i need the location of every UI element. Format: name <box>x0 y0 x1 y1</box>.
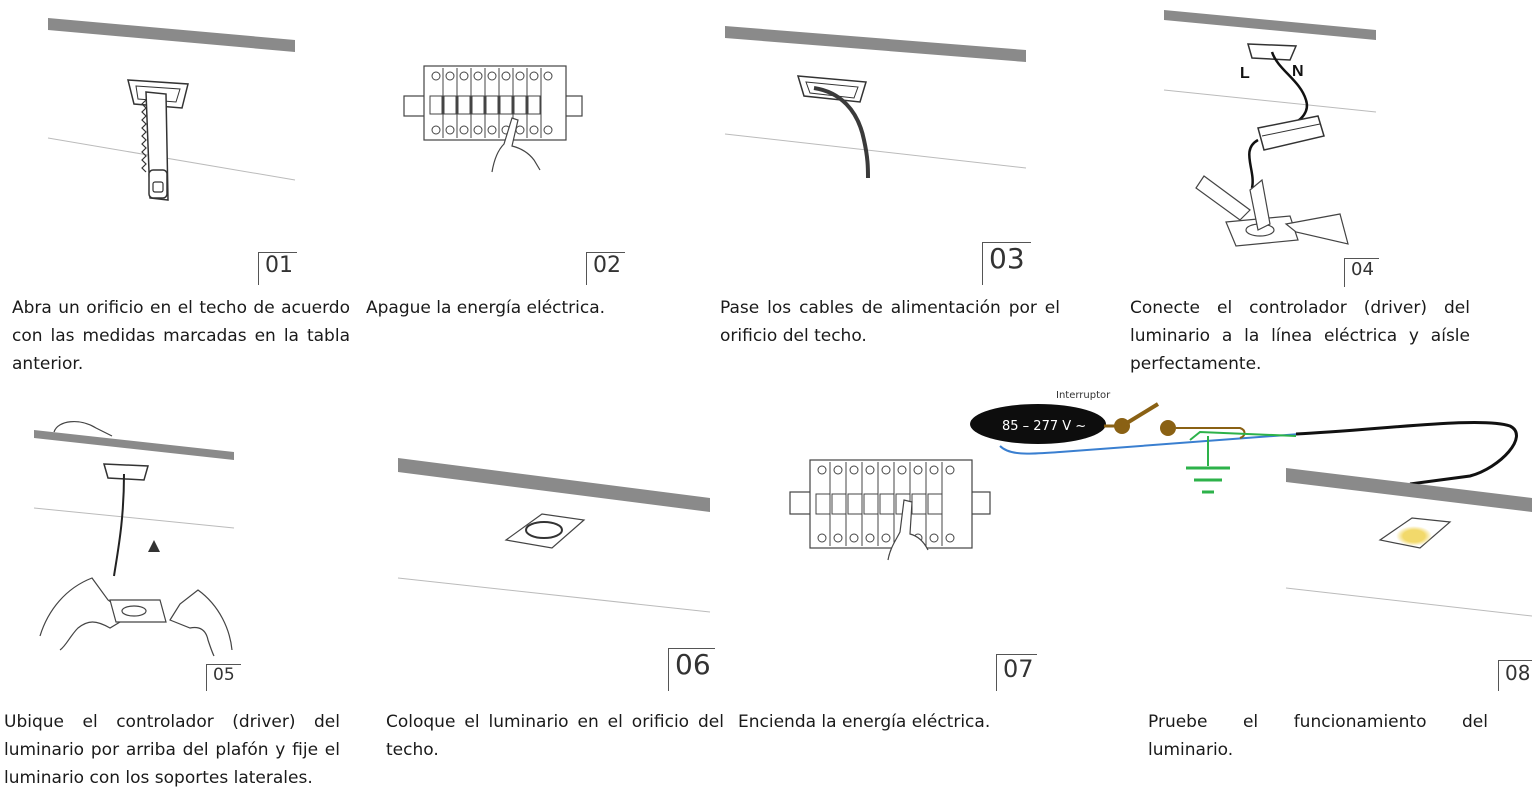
step-number-02: 02 <box>586 252 625 285</box>
step-number-05: 05 <box>206 664 241 691</box>
step-caption-01: Abra un orificio en el techo de acuerdo … <box>12 298 350 374</box>
lit-downlight-icon <box>1378 517 1452 549</box>
switch-label: Interruptor <box>1056 390 1111 401</box>
fixture-bracket-icon <box>1195 175 1349 247</box>
step-caption-03: Pase los cables de alimentación por el o… <box>720 298 1060 346</box>
switch-icon <box>1104 402 1246 439</box>
step-01-illustration <box>47 18 296 201</box>
voltage-label: 85 – 277 V ~ <box>1002 419 1086 434</box>
breaker-panel-icon <box>403 65 583 141</box>
step-caption-04: Conecte el controlador (driver) del lumi… <box>1130 298 1470 374</box>
step-caption-06: Coloque el luminario en el orificio del … <box>386 712 724 760</box>
hand-icon <box>887 499 929 561</box>
neutral-wire-label: N <box>1292 63 1304 80</box>
driver-icon <box>1257 115 1325 151</box>
step-08-illustration: 85 – 277 V ~ Interruptor <box>970 390 1532 617</box>
step-03-illustration <box>724 26 1027 179</box>
step-07-illustration <box>789 459 991 561</box>
step-caption-08: Pruebe el funcionamiento del luminario. <box>1148 712 1488 760</box>
power-source-icon <box>970 404 1106 444</box>
step-05-illustration <box>33 421 235 657</box>
saw-icon <box>141 91 169 201</box>
step-06-illustration <box>397 458 711 613</box>
step-number-08: 08 <box>1498 660 1532 691</box>
hands-icon <box>39 577 233 657</box>
live-wire-label: L <box>1240 65 1250 82</box>
step-04-illustration: L N <box>1163 10 1377 247</box>
step-number-03: 03 <box>982 242 1031 285</box>
hand-icon <box>491 117 541 173</box>
live-cable <box>1295 420 1518 486</box>
ground-icon <box>1186 430 1297 494</box>
up-arrow-icon <box>148 540 160 552</box>
neutral-cable <box>999 433 1301 455</box>
step-caption-02: Apague la energía eléctrica. <box>366 298 606 318</box>
step-02-illustration <box>403 65 583 173</box>
step-number-07: 07 <box>996 654 1037 691</box>
downlight-icon <box>504 513 586 549</box>
step-caption-05: Ubique el controlador (driver) del lumin… <box>4 712 340 788</box>
breaker-panel-on-icon <box>789 459 991 549</box>
step-caption-07: Encienda la energía eléctrica. <box>738 712 991 732</box>
step-number-01: 01 <box>258 252 297 285</box>
step-number-04: 04 <box>1344 258 1379 287</box>
step-number-06: 06 <box>668 648 715 691</box>
